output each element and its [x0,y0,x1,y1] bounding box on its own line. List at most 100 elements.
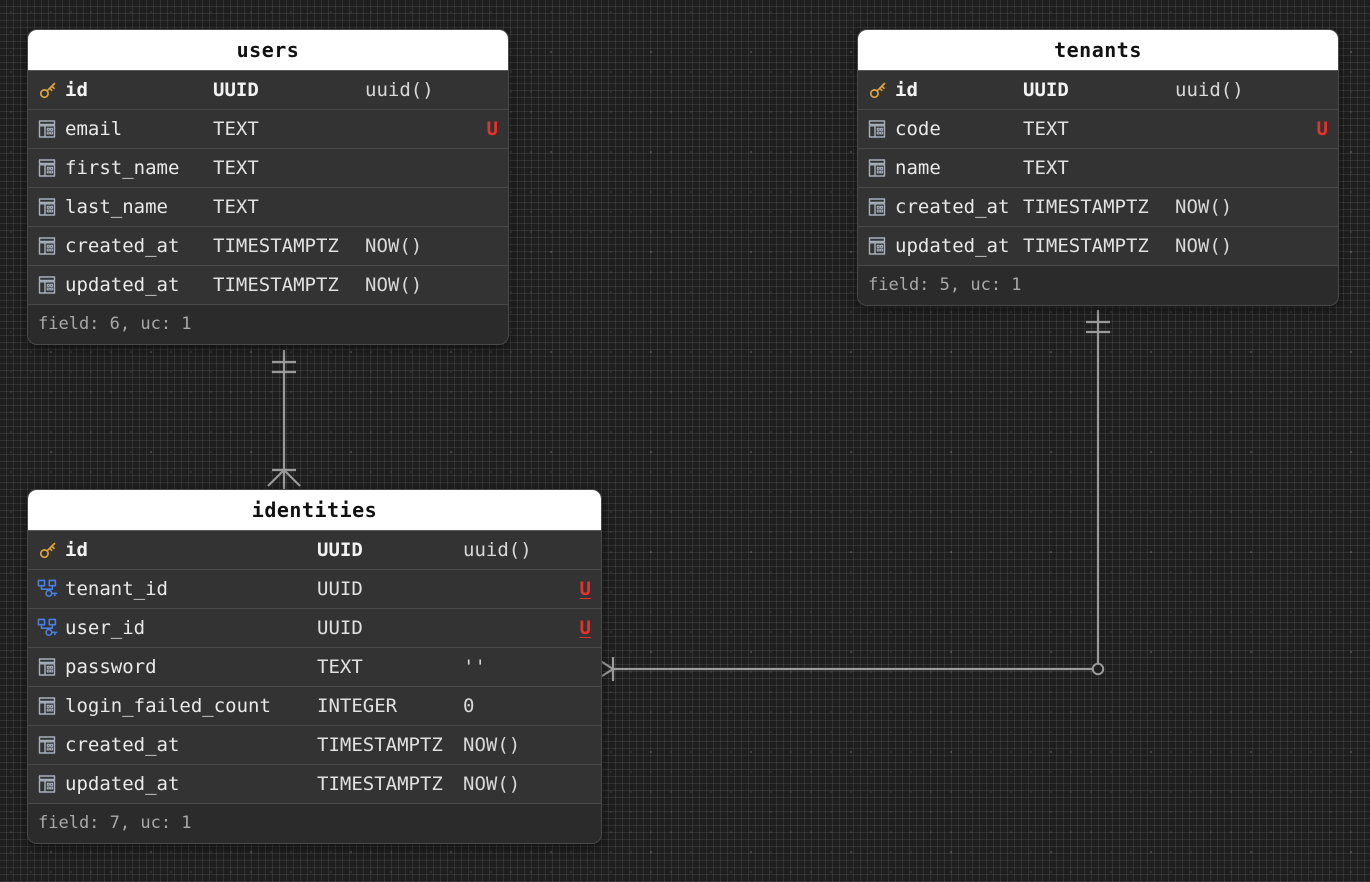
column-icon [866,196,888,218]
column-icon [36,695,58,717]
field-row[interactable]: id UUID uuid() [28,531,601,570]
field-type: TIMESTAMPTZ [1023,235,1149,257]
crowsfoot-lower [598,668,614,679]
field-name: id [895,79,918,101]
field-name: created_at [65,734,180,756]
field-type: TIMESTAMPTZ [1023,196,1149,218]
column-icon [36,196,58,218]
field-type: TEXT [213,157,259,179]
field-default: NOW() [1175,196,1233,218]
field-type: TEXT [317,656,363,678]
crowsfoot-upper [598,659,614,670]
column-icon [36,274,58,296]
field-type: UUID [317,539,363,561]
column-icon [36,157,58,179]
field-type: TEXT [1023,157,1069,179]
field-name: updated_at [65,773,180,795]
field-type: UUID [317,617,363,639]
field-type: UUID [317,578,363,600]
field-default: 0 [463,695,475,717]
field-row[interactable]: user_id UUID U [28,609,601,648]
field-row[interactable]: email TEXT U [28,110,508,149]
foreign-key-icon [36,578,58,600]
primary-key-icon [866,79,888,101]
field-default: NOW() [1175,235,1233,257]
field-name: tenant_id [65,578,168,600]
field-row[interactable]: updated_at TIMESTAMPTZ NOW() [28,765,601,804]
field-default: NOW() [365,235,423,257]
field-name: updated_at [65,274,180,296]
field-type: TIMESTAMPTZ [317,773,443,795]
unique-badge: U [579,617,591,639]
edge-line-tenants-identities [613,310,1100,671]
field-name: last_name [65,196,168,218]
field-row[interactable]: first_name TEXT [28,149,508,188]
crowsfoot-left [267,469,285,487]
field-type: TEXT [213,196,259,218]
relationship-users-identities [267,350,301,490]
field-row[interactable]: password TEXT '' [28,648,601,687]
field-row[interactable]: tenant_id UUID U [28,570,601,609]
column-icon [36,773,58,795]
field-type: TEXT [213,118,259,140]
table-title-users[interactable]: users [28,30,508,71]
field-name: id [65,79,88,101]
field-type: TIMESTAMPTZ [213,274,339,296]
field-name: code [895,118,941,140]
primary-key-icon [36,79,58,101]
column-icon [36,656,58,678]
field-row[interactable]: code TEXT U [858,110,1338,149]
field-row[interactable]: login_failed_count INTEGER 0 [28,687,601,726]
cardinality-zero-circle [1091,662,1105,676]
field-type: INTEGER [317,695,398,717]
unique-badge: U [1316,118,1328,140]
primary-key-icon [36,539,58,561]
table-title-identities[interactable]: identities [28,490,601,531]
field-type: UUID [1023,79,1069,101]
field-name: user_id [65,617,146,639]
field-row[interactable]: name TEXT [858,149,1338,188]
field-name: email [65,118,123,140]
field-type: TIMESTAMPTZ [213,235,339,257]
table-footer-users: field: 6, uc: 1 [28,305,508,344]
relationship-tenants-identities [598,310,1110,681]
table-footer-identities: field: 7, uc: 1 [28,804,601,843]
column-icon [36,734,58,756]
field-default: NOW() [463,773,521,795]
field-default: uuid() [463,539,532,561]
field-row[interactable]: created_at TIMESTAMPTZ NOW() [28,227,508,266]
column-icon [866,118,888,140]
field-row[interactable]: updated_at TIMESTAMPTZ NOW() [858,227,1338,266]
field-row[interactable]: last_name TEXT [28,188,508,227]
table-title-tenants[interactable]: tenants [858,30,1338,71]
field-name: name [895,157,941,179]
field-type: TEXT [1023,118,1069,140]
field-name: login_failed_count [65,695,271,717]
column-icon [36,118,58,140]
crowsfoot-right [283,469,301,487]
field-default: uuid() [365,79,434,101]
column-icon [866,157,888,179]
field-default: '' [463,656,486,678]
field-row[interactable]: id UUID uuid() [858,71,1338,110]
field-name: id [65,539,88,561]
unique-badge: U [486,118,498,140]
field-name: updated_at [895,235,1010,257]
field-default: NOW() [463,734,521,756]
field-name: password [65,656,157,678]
field-name: first_name [65,157,180,179]
column-icon [866,235,888,257]
field-default: uuid() [1175,79,1244,101]
unique-badge: U [579,578,591,600]
column-icon [36,235,58,257]
foreign-key-icon [36,617,58,639]
field-name: created_at [65,235,180,257]
